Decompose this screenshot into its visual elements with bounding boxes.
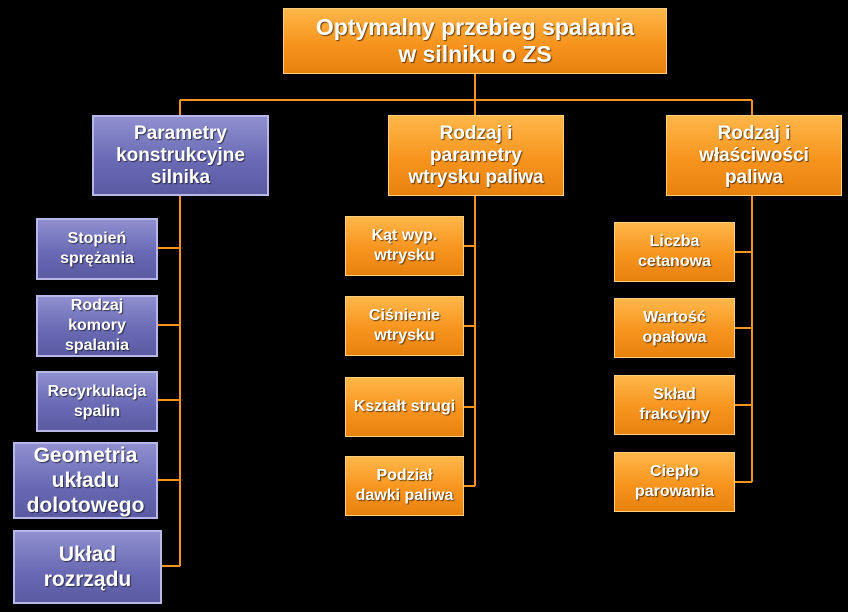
item-spray-shape: Kształt strugi <box>345 377 464 437</box>
item-valve-timing: Układ rozrządu <box>13 530 162 604</box>
item-fractional-composition: Skład frakcyjny <box>614 375 735 435</box>
item-calorific-value: Wartość opałowa <box>614 298 735 358</box>
item-injection-angle: Kąt wyp. wtrysku <box>345 216 464 276</box>
item-cetane-number: Liczba cetanowa <box>614 222 735 282</box>
item-intake-geometry: Geometria układu dolotowego <box>13 442 158 519</box>
column-header-fuel: Rodzaj i właściwości paliwa <box>666 115 842 196</box>
column-header-injection: Rodzaj i parametry wtrysku paliwa <box>388 115 564 196</box>
item-compression-ratio: Stopień sprężania <box>36 218 158 280</box>
diagram-title: Optymalny przebieg spalania w silniku o … <box>283 8 667 74</box>
item-injection-pressure: Ciśnienie wtrysku <box>345 296 464 356</box>
item-combustion-chamber: Rodzaj komory spalania <box>36 295 158 357</box>
item-exhaust-recirculation: Recyrkulacja spalin <box>36 371 158 432</box>
item-heat-of-vaporization: Ciepło parowania <box>614 452 735 512</box>
column-header-construction: Parametry konstrukcyjne silnika <box>92 115 269 196</box>
item-dose-split: Podział dawki paliwa <box>345 456 464 516</box>
